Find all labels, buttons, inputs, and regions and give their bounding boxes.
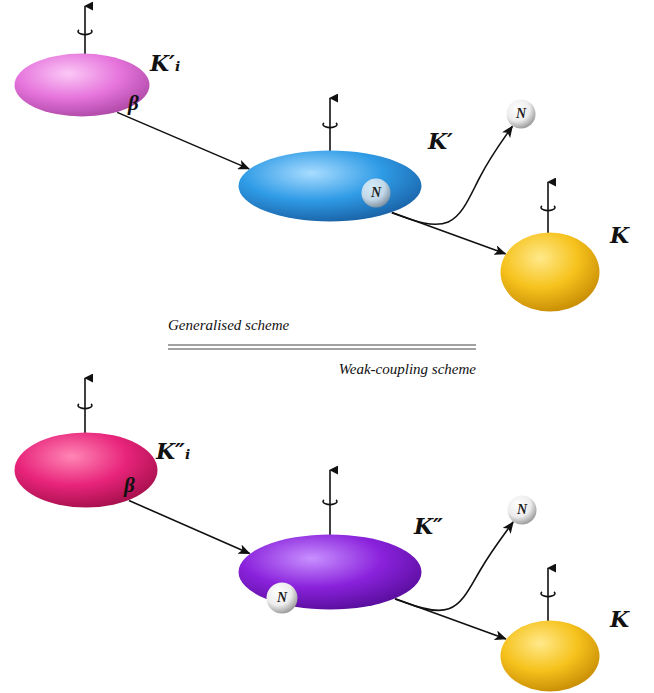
nucleus-ellipsoid: K″ᵢ: [14, 432, 158, 508]
decay-label: β: [128, 92, 139, 115]
spin-axes: [78, 6, 555, 622]
sphere-fill: [508, 496, 537, 525]
shape-outline: [238, 534, 422, 610]
sphere-fill: [507, 100, 536, 129]
nucleus-label: K: [610, 606, 629, 632]
nucleus-ellipsoid: K″: [238, 534, 422, 610]
nucleon-sphere: N: [506, 99, 536, 129]
shape-outline: [500, 620, 600, 692]
decay-arrow: [117, 112, 249, 169]
nucleus-ellipsoid: K: [500, 620, 600, 692]
spin-axis: [329, 470, 331, 537]
ellipsoid-fill: [239, 151, 422, 222]
spin-arc: [541, 592, 555, 597]
spin-axis: [547, 182, 549, 235]
spin-arc: [541, 206, 555, 211]
nucleus-label: K′ᵢ: [150, 50, 180, 76]
spin-axis: [84, 378, 86, 437]
nucleon-label: N: [277, 591, 287, 605]
spin-arc: [323, 500, 337, 505]
ellipsoid-fill: [501, 233, 600, 312]
nucleus-label: K: [610, 222, 629, 248]
spin-axis: [84, 6, 86, 60]
divider-line: [168, 345, 476, 346]
decay-label: β: [124, 474, 135, 497]
spin-arc: [323, 123, 337, 128]
decay-arrow: [129, 501, 250, 554]
nucleon-sphere: N: [266, 582, 298, 614]
divider-line: [168, 349, 476, 350]
scheme-label: Generalised scheme: [168, 316, 289, 334]
nucleus-ellipsoid: K′N: [238, 150, 422, 222]
nucleon-label: N: [516, 107, 526, 121]
nucleus-label: K′: [428, 128, 453, 154]
nucleus-label: K″ᵢ: [156, 438, 190, 464]
shape-outline: [14, 432, 158, 508]
shape-outline: [500, 232, 600, 312]
shape-outline: [238, 150, 422, 222]
ellipsoid-fill: [501, 621, 600, 692]
ellipsoid-fill: [239, 535, 422, 610]
ellipsoid-fill: [15, 54, 150, 117]
ellipsoid-fill: [15, 433, 158, 508]
divider: [168, 345, 476, 349]
nucleon-sphere: N: [507, 495, 537, 525]
nucleon-label: N: [371, 186, 381, 200]
spin-axis: [329, 98, 331, 155]
scheme-label: Weak-coupling scheme: [339, 360, 476, 378]
nucleus-ellipsoid: K: [500, 232, 600, 312]
nucleus-label: K″: [414, 513, 443, 539]
spin-arc: [78, 30, 92, 35]
nucleon-label: N: [517, 503, 527, 517]
spin-axis: [547, 568, 549, 622]
nucleon-sphere: N: [361, 178, 391, 208]
sphere-fill: [267, 583, 298, 614]
spin-arc: [78, 404, 92, 409]
sphere-fill: [362, 179, 391, 208]
